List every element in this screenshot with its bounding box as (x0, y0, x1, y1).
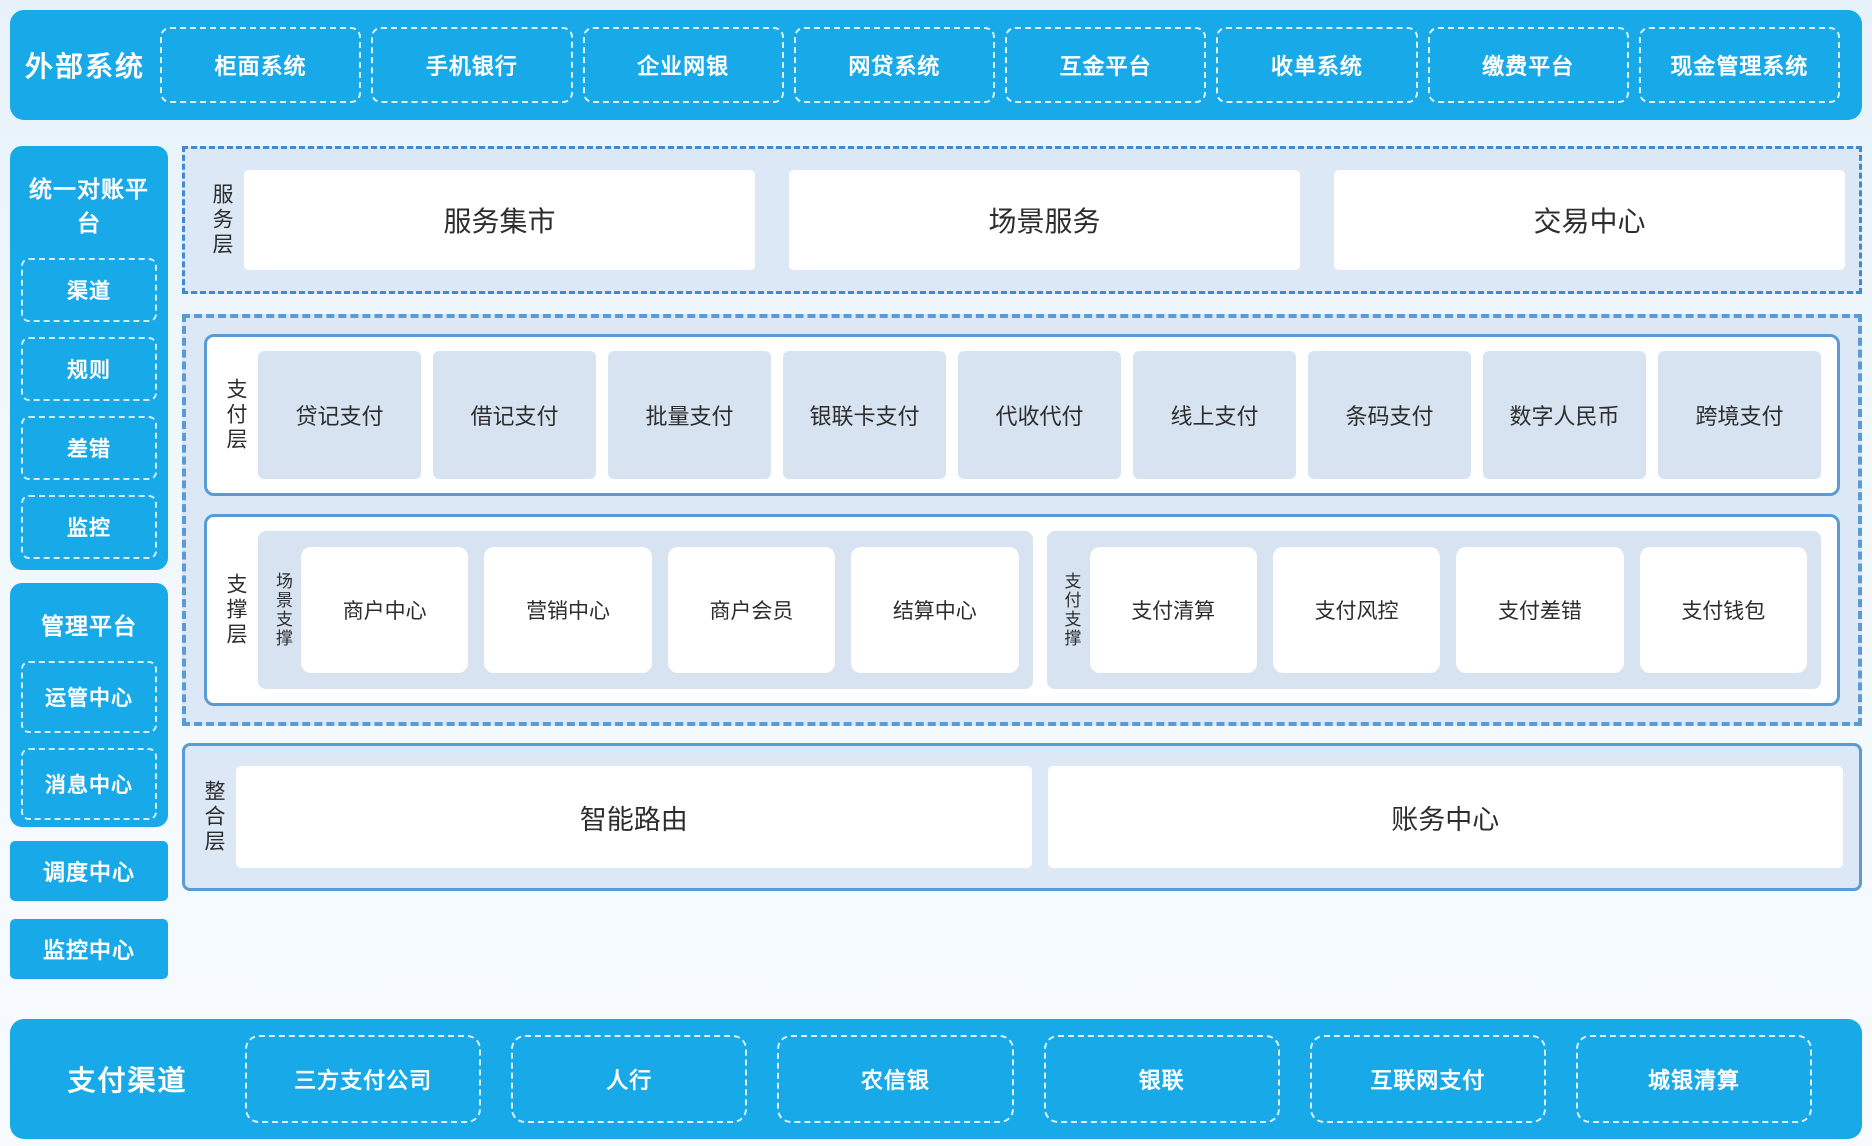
payment-node: 借记支付 (433, 351, 596, 479)
external-system-node: 收单系统 (1216, 27, 1418, 103)
left-sidebar: 统一对账平台 渠道 规则 差错 监控 管理平台 (10, 146, 168, 997)
integration-layer-label: 整合层 (202, 779, 225, 855)
payment-node: 批量支付 (608, 351, 771, 479)
payment-node: 代收代付 (958, 351, 1121, 479)
monitor-center-block: 监控中心 (10, 919, 168, 979)
management-platform-card: 管理平台 运管中心 消息中心 (10, 583, 168, 827)
payment-support-node: 支付钱包 (1639, 547, 1807, 673)
payment-channels-items: 三方支付公司 人行 农信银 银联 互联网支付 城银清算 (245, 1035, 1813, 1123)
payment-layer-items: 贷记支付 借记支付 批量支付 银联卡支付 代收代付 线上支付 条码支付 (258, 351, 1821, 479)
service-node: 服务集市 (244, 170, 755, 270)
integration-node: 账务中心 (1047, 766, 1843, 868)
payment-channels-bar: 支付渠道 三方支付公司 人行 农信银 银联 互联网支付 城银清算 (10, 1019, 1862, 1139)
reconciliation-node: 渠道 (21, 258, 157, 322)
reconciliation-node: 差错 (21, 416, 157, 480)
reconciliation-platform-title: 统一对账平台 (29, 176, 149, 236)
support-groups: 场景支撑 商户中心 营销中心 商户会员 结算中心 (258, 531, 1821, 689)
payment-channel-node: 三方支付公司 (245, 1035, 482, 1123)
dispatch-center-block: 调度中心 (10, 841, 168, 901)
external-system-node: 手机银行 (371, 27, 573, 103)
support-layer: 支撑层 场景支撑 商户中心 营销中心 商户会员 (204, 514, 1840, 706)
reconciliation-platform-card: 统一对账平台 渠道 规则 差错 监控 (10, 146, 168, 570)
payment-node: 贷记支付 (258, 351, 421, 479)
external-systems-items: 柜面系统 手机银行 企业网银 网贷系统 互金平台 收单系统 缴费平台 现金管理系… (160, 27, 1840, 103)
integration-layer-items: 智能路由 账务中心 (236, 766, 1843, 868)
payment-support-panel: 支付支撑 支付清算 支付风控 支付差错 支付钱包 (1046, 531, 1821, 689)
management-platform-title: 管理平台 (41, 613, 137, 639)
scene-support-panel: 场景支撑 商户中心 营销中心 商户会员 结算中心 (258, 531, 1033, 689)
payment-support-items: 支付清算 支付风控 支付差错 支付钱包 (1089, 547, 1807, 673)
payment-channel-node: 银联 (1043, 1035, 1280, 1123)
service-layer-label: 服务层 (210, 182, 233, 258)
external-system-node: 缴费平台 (1427, 27, 1629, 103)
service-layer-items: 服务集市 场景服务 交易中心 (244, 170, 1845, 270)
payment-support-label: 支付支撑 (1061, 572, 1081, 648)
payment-node: 条码支付 (1308, 351, 1471, 479)
management-items: 运管中心 消息中心 (21, 661, 157, 820)
payment-node: 银联卡支付 (783, 351, 946, 479)
payment-channel-node: 城银清算 (1575, 1035, 1813, 1123)
scene-support-node: 商户中心 (301, 547, 469, 673)
external-system-node: 网贷系统 (793, 27, 995, 103)
payment-channels-title: 支付渠道 (67, 1065, 188, 1096)
reconciliation-node: 监控 (21, 495, 157, 559)
payment-node: 线上支付 (1133, 351, 1296, 479)
service-node: 场景服务 (789, 170, 1300, 270)
external-systems-bar: 外部系统 柜面系统 手机银行 企业网银 网贷系统 互金平台 收单系统 缴费平台 … (10, 10, 1862, 120)
payment-layer-label: 支付层 (224, 377, 247, 453)
integration-layer: 整合层 智能路由 账务中心 (182, 743, 1862, 891)
external-system-node: 企业网银 (582, 27, 784, 103)
main-layers: 服务层 服务集市 场景服务 交易中心 支付层 (182, 146, 1862, 997)
scene-support-label: 场景支撑 (273, 572, 292, 648)
payment-channel-node: 互联网支付 (1309, 1035, 1546, 1123)
scene-support-items: 商户中心 营销中心 商户会员 结算中心 (301, 547, 1019, 673)
scene-support-node: 商户会员 (667, 547, 836, 673)
reconciliation-items: 渠道 规则 差错 监控 (21, 258, 157, 559)
payment-node: 数字人民币 (1483, 351, 1646, 479)
payment-support-node: 支付差错 (1456, 547, 1624, 673)
scene-support-node: 营销中心 (484, 547, 652, 673)
payment-node: 跨境支付 (1658, 351, 1821, 479)
middle-region: 统一对账平台 渠道 规则 差错 监控 管理平台 (10, 146, 1862, 997)
support-layer-label: 支撑层 (224, 572, 247, 648)
scene-support-node: 结算中心 (851, 547, 1019, 673)
payment-channel-node: 农信银 (777, 1035, 1014, 1123)
payment-support-frame: 支付层 贷记支付 借记支付 批量支付 银联卡支付 代收代付 (182, 314, 1862, 726)
payment-layer: 支付层 贷记支付 借记支付 批量支付 银联卡支付 代收代付 (204, 334, 1840, 496)
service-layer: 服务层 服务集市 场景服务 交易中心 (182, 146, 1862, 294)
reconciliation-node: 规则 (21, 337, 157, 401)
management-node: 运管中心 (21, 661, 157, 733)
external-system-node: 互金平台 (1005, 27, 1207, 103)
payment-support-node: 支付风控 (1272, 547, 1441, 673)
external-system-node: 柜面系统 (160, 27, 362, 103)
external-systems-title: 外部系统 (24, 51, 145, 82)
external-system-node: 现金管理系统 (1638, 27, 1840, 103)
service-node: 交易中心 (1334, 170, 1845, 270)
payment-channel-node: 人行 (511, 1035, 748, 1123)
payment-support-node: 支付清算 (1089, 547, 1257, 673)
management-node: 消息中心 (21, 748, 157, 820)
integration-node: 智能路由 (236, 766, 1032, 868)
